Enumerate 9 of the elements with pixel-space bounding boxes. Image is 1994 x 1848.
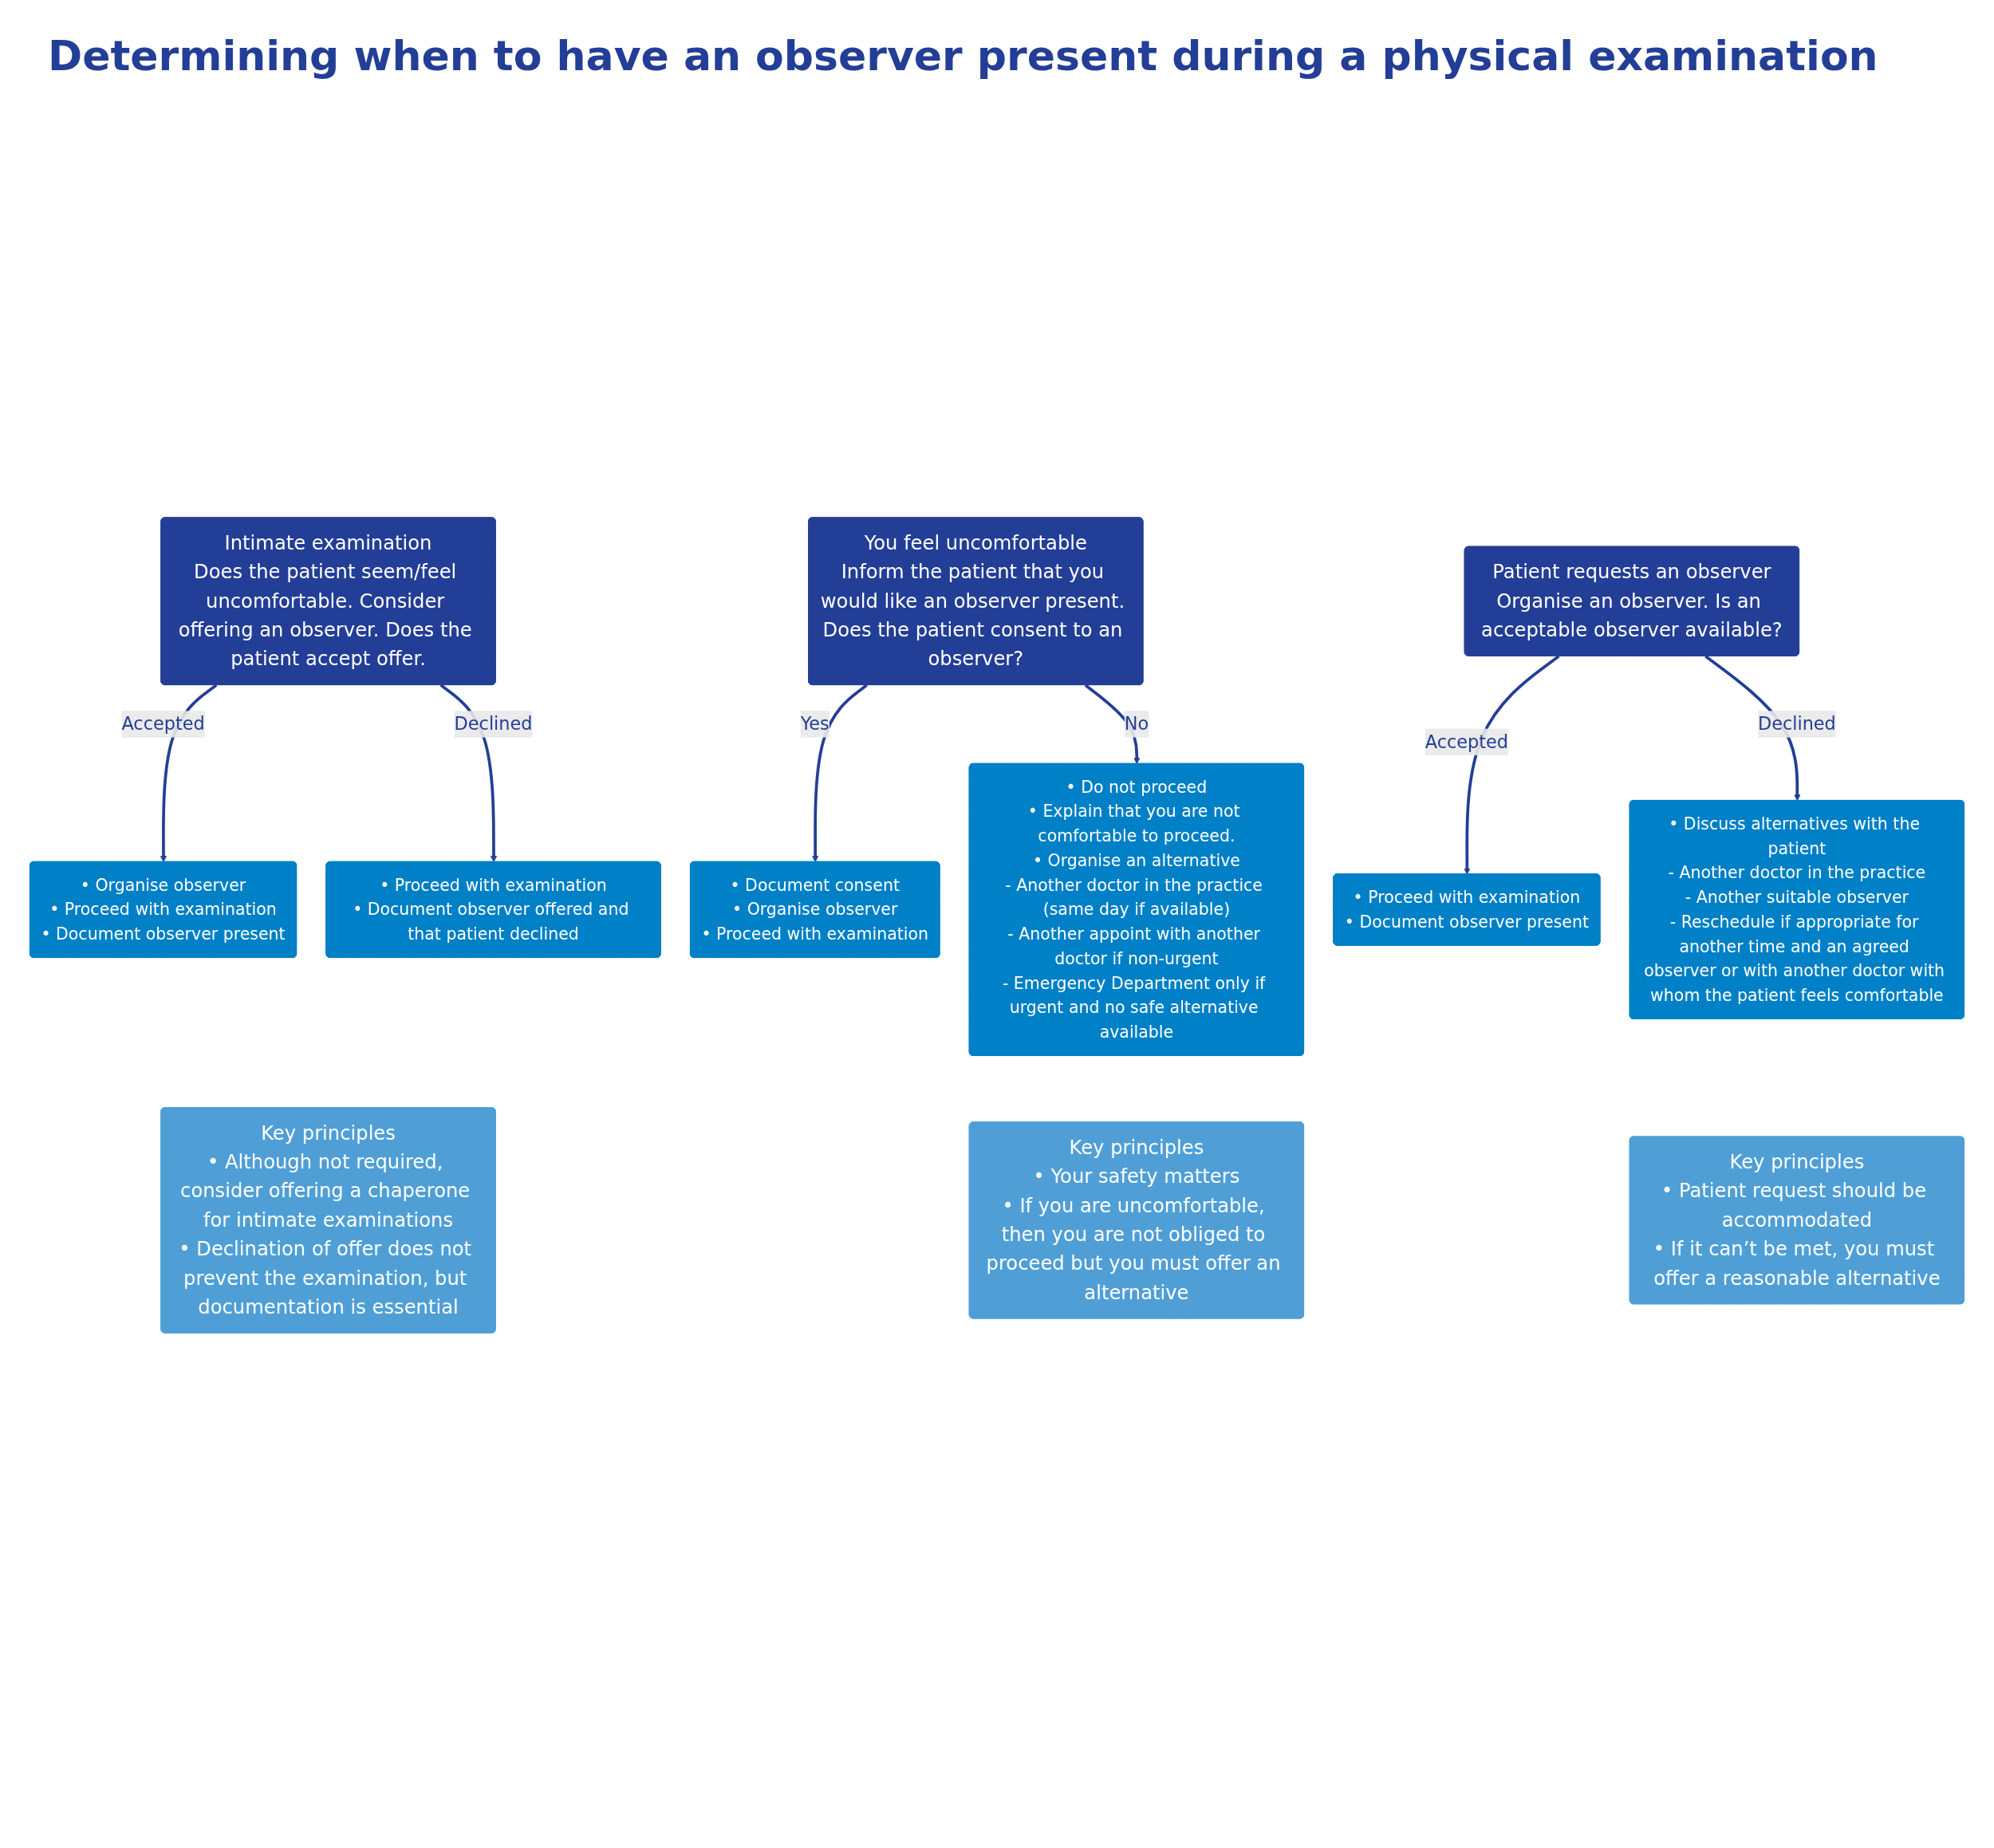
diagram-title: Determining when to have an observer present during a physical examination bbox=[48, 32, 1879, 80]
edge-label: Accepted bbox=[1425, 731, 1509, 753]
edge-label: No bbox=[1124, 713, 1149, 735]
arrow bbox=[1464, 655, 1560, 875]
edge-label: Declined bbox=[1757, 713, 1836, 735]
arrow bbox=[812, 684, 868, 863]
edge-label: Accepted bbox=[121, 713, 205, 735]
edge-label: Yes bbox=[800, 713, 830, 735]
edge-label: Declined bbox=[454, 713, 533, 735]
